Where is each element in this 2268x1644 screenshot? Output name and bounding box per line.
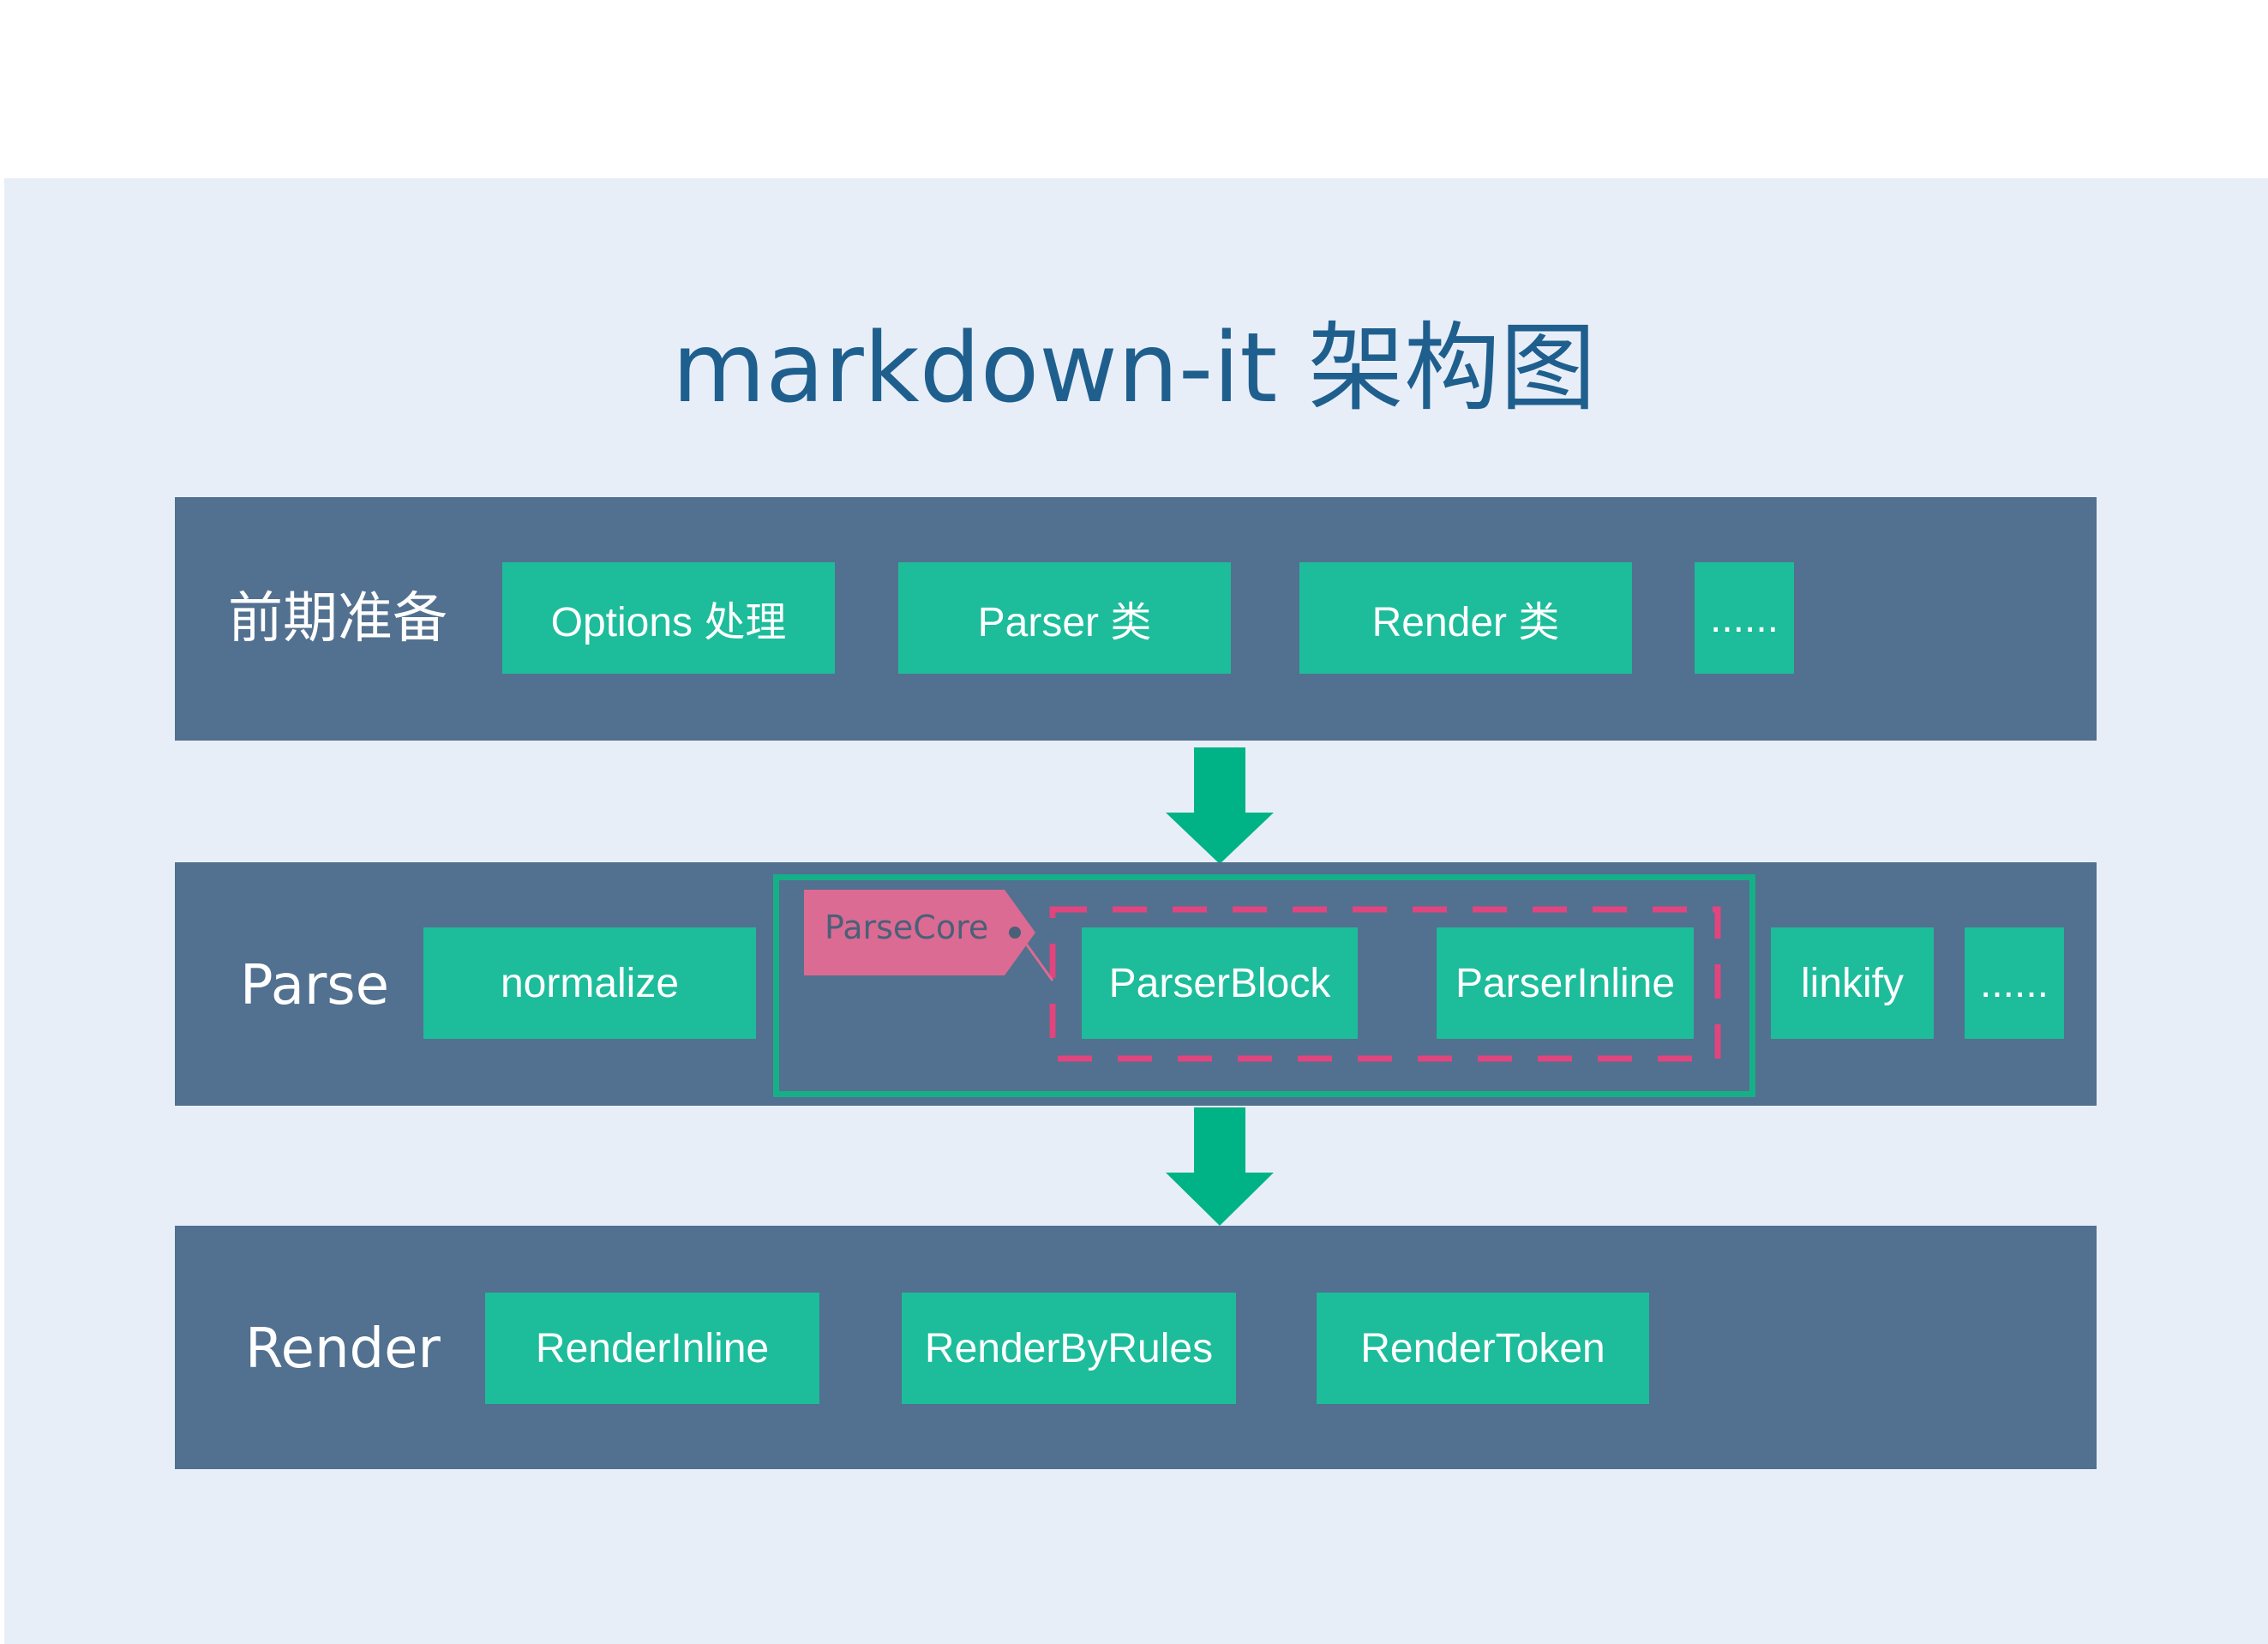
normalize-box: normalize: [423, 927, 756, 1039]
parse-core-tag: ParseCore: [804, 890, 1035, 975]
render-token-box: RenderToken: [1317, 1293, 1649, 1404]
down-arrow-icon: [1166, 1107, 1274, 1226]
tag-shape-icon: [804, 890, 1035, 975]
render-class-box: Render 类: [1299, 562, 1632, 674]
parse-more-box: ......: [1965, 927, 2064, 1039]
stage-parse-band: Parse normalize ParseCore ParserBlock Pa…: [175, 862, 2097, 1106]
parse-core-label: ParseCore: [825, 909, 989, 946]
linkify-box: linkify: [1771, 927, 1934, 1039]
prepare-more-box: ......: [1695, 562, 1794, 674]
stage-parse-label: Parse: [240, 954, 389, 1017]
parser-class-box: Parser 类: [898, 562, 1231, 674]
parser-inner-dashed-border: [1020, 906, 1721, 1062]
options-box: Options 处理: [502, 562, 835, 674]
diagram-title: markdown-it 架构图: [672, 313, 1596, 424]
stage-prepare-band: 前期准备 Options 处理 Parser 类 Render 类 ......: [175, 497, 2097, 741]
down-arrow-icon: [1166, 747, 1274, 864]
stage-render-label: Render: [245, 1317, 441, 1381]
parser-inline-box: ParserInline: [1437, 927, 1694, 1039]
parser-block-box: ParserBlock: [1082, 927, 1358, 1039]
render-by-rules-box: RenderByRules: [902, 1293, 1236, 1404]
stage-prepare-label: 前期准备: [228, 587, 447, 651]
parse-core-group: [773, 874, 1755, 1097]
stage-render-band: Render RenderInline RenderByRules Render…: [175, 1226, 2097, 1469]
render-inline-box: RenderInline: [485, 1293, 819, 1404]
